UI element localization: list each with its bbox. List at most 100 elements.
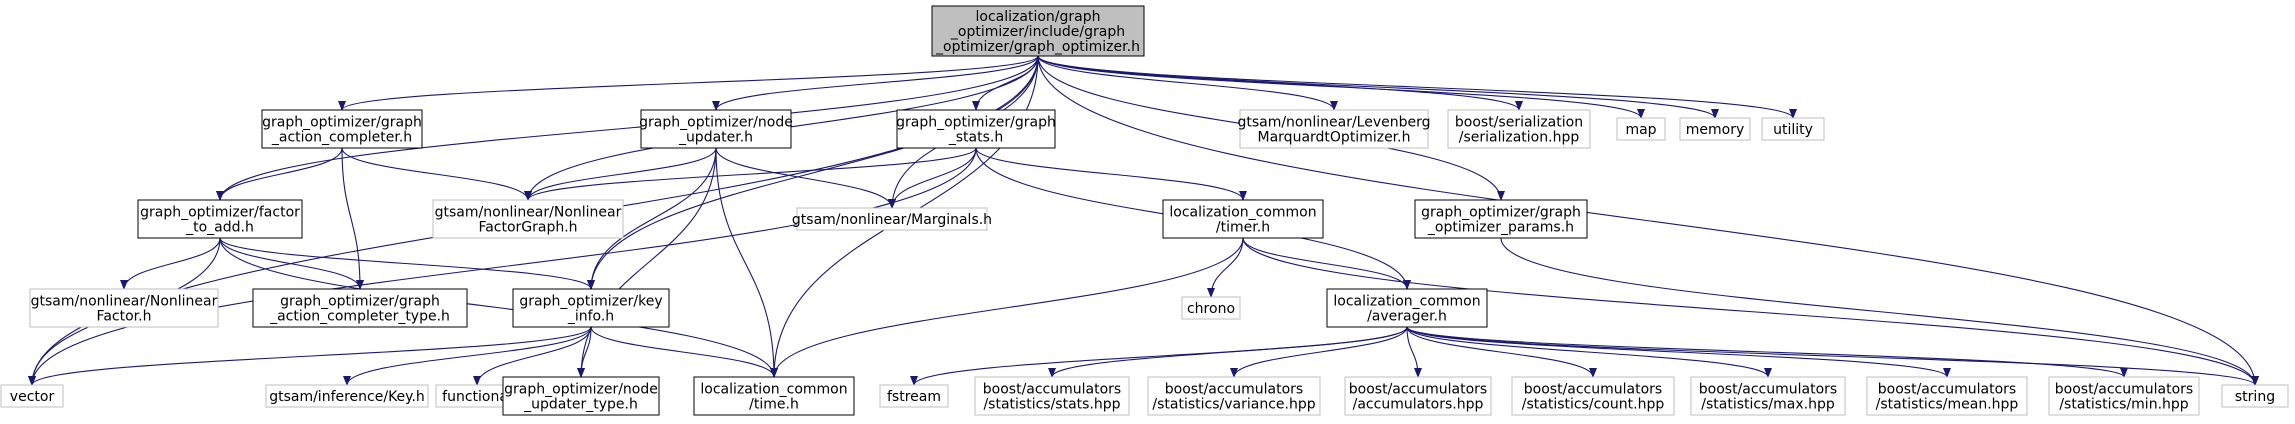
node-graph-stats[interactable]: graph_optimizer/graph_stats.h xyxy=(896,109,1056,149)
node-label: graph_optimizer/node xyxy=(504,382,658,398)
node-box xyxy=(0,384,64,408)
node-label: graph_optimizer/graph xyxy=(896,115,1056,131)
node-root[interactable]: localization/graph_optimizer/include/gra… xyxy=(931,5,1145,57)
node-label: _action_completer_type.h xyxy=(269,309,450,325)
edge-key_info-to-time xyxy=(590,326,778,378)
node-stats-hpp: boost/accumulators/statistics/stats.hpp xyxy=(974,376,1130,416)
node-label: functional xyxy=(442,389,512,405)
node-max-hpp: boost/accumulators/statistics/max.hpp xyxy=(1690,376,1846,416)
node-label: _action_completer.h xyxy=(271,130,412,146)
node-label: _optimizer_params.h xyxy=(1427,220,1574,236)
edge-action_completer-to-action_completer_type xyxy=(341,147,364,290)
edge-averager-to-stats_hpp xyxy=(1048,326,1408,378)
node-label: /serialization.hpp xyxy=(1459,130,1580,146)
node-box xyxy=(640,109,792,149)
node-label: graph_optimizer/key xyxy=(519,294,662,310)
edge-averager-to-variance_hpp xyxy=(1230,326,1408,378)
node-node-updater[interactable]: graph_optimizer/node_updater.h xyxy=(639,109,793,149)
edge-averager-to-mean_hpp xyxy=(1406,326,1951,378)
node-label: boost/accumulators xyxy=(2055,382,2193,398)
node-optimizer-params[interactable]: graph_optimizer/graph_optimizer_params.h xyxy=(1414,199,1588,239)
edge-root-to-utility xyxy=(1037,55,1797,119)
node-label: graph_optimizer/factor xyxy=(140,205,300,221)
node-label: fstream xyxy=(887,389,941,405)
node-label: gtsam/inference/Key.h xyxy=(269,389,425,405)
edge-timer-to-time xyxy=(770,237,1244,378)
node-label: /time.h xyxy=(749,397,799,413)
node-label: FactorGraph.h xyxy=(478,220,577,236)
edge-root-to-levenberg xyxy=(1037,55,1338,111)
edge-timer-to-chrono xyxy=(1207,237,1244,298)
node-label: _info.h xyxy=(567,309,614,325)
node-label: _stats.h xyxy=(948,130,1003,146)
node-key-info[interactable]: graph_optimizer/key_info.h xyxy=(512,288,670,328)
node-label: boost/accumulators xyxy=(1349,382,1487,398)
edge-node_updater-to-node_updater_type xyxy=(577,147,717,378)
node-label: Factor.h xyxy=(97,309,152,325)
node-min-hpp: boost/accumulators/statistics/min.hpp xyxy=(2048,376,2200,416)
node-label: graph_optimizer/node xyxy=(639,115,793,131)
node-box xyxy=(1414,199,1588,239)
edge-root-to-map xyxy=(1037,55,1645,119)
edge-key_info-to-gtsam_key xyxy=(343,326,592,386)
node-box xyxy=(1344,376,1492,416)
node-levenberg: gtsam/nonlinear/LevenbergMarquardtOptimi… xyxy=(1237,109,1431,149)
node-label: _updater.h xyxy=(678,130,753,146)
node-label: utility xyxy=(1773,122,1813,138)
node-label: MarquardtOptimizer.h xyxy=(1258,130,1411,146)
node-label: _optimizer/include/graph xyxy=(950,24,1125,40)
node-label: boost/accumulators xyxy=(1878,382,2016,398)
node-box xyxy=(2221,384,2289,408)
edge-node_updater-to-marginals xyxy=(715,147,896,209)
node-label: chrono xyxy=(1187,301,1235,317)
edge-factor_to_add-to-action_completer_type xyxy=(219,237,364,290)
node-fstream: fstream xyxy=(879,384,949,408)
node-label: /statistics/max.hpp xyxy=(1701,397,1835,413)
node-label: /timer.h xyxy=(1216,220,1270,236)
node-node-updater-type[interactable]: graph_optimizer/node_updater_type.h xyxy=(502,376,660,416)
edge-node_updater-to-time xyxy=(715,147,778,378)
node-label: boost/accumulators xyxy=(1699,382,1837,398)
node-label: map xyxy=(1625,122,1656,138)
node-functional: functional xyxy=(435,384,519,408)
edge-factor_to_add-to-time xyxy=(219,237,778,378)
edge-averager-to-string xyxy=(1406,326,2259,386)
node-marginals: gtsam/nonlinear/Marginals.h xyxy=(792,207,992,231)
node-label: /statistics/stats.hpp xyxy=(983,397,1120,413)
node-label: /statistics/mean.hpp xyxy=(1876,397,2019,413)
node-label: gtsam/nonlinear/Nonlinear xyxy=(435,205,622,221)
node-box xyxy=(265,384,429,408)
edge-action_completer-to-factor_to_add xyxy=(216,147,343,201)
edge-root-to-string xyxy=(1037,55,2259,386)
edge-averager-to-max_hpp xyxy=(1406,326,1772,378)
node-map: map xyxy=(1616,117,1666,141)
node-label: memory xyxy=(1686,122,1745,138)
node-averager[interactable]: localization_common/averager.h xyxy=(1326,288,1488,328)
edge-factor_to_add-to-nonlinear_factor xyxy=(120,237,221,290)
edge-root-to-factor_to_add xyxy=(216,55,1039,201)
node-time[interactable]: localization_common/time.h xyxy=(693,376,855,416)
node-label: /statistics/count.hpp xyxy=(1522,397,1665,413)
node-timer[interactable]: localization_common/timer.h xyxy=(1162,199,1324,239)
node-factor-to-add[interactable]: graph_optimizer/factor_to_add.h xyxy=(137,199,303,239)
node-label: boost/accumulators xyxy=(983,382,1121,398)
edge-root-to-key_info xyxy=(587,55,1039,290)
edge-root-to-boost_serialization xyxy=(1037,55,1523,111)
node-box xyxy=(432,199,624,239)
node-label: gtsam/nonlinear/Nonlinear xyxy=(31,294,218,310)
node-action-completer[interactable]: graph_optimizer/graph_action_completer.h xyxy=(261,109,423,149)
node-chrono: chrono xyxy=(1181,296,1241,320)
node-box xyxy=(1616,117,1666,141)
node-box xyxy=(1690,376,1846,416)
node-action-completer-type[interactable]: graph_optimizer/graph_action_completer_t… xyxy=(252,288,468,328)
node-box xyxy=(1511,376,1675,416)
edge-averager-to-min_hpp xyxy=(1406,326,2128,378)
node-label: /statistics/min.hpp xyxy=(2059,397,2188,413)
node-label: localization_common xyxy=(1169,205,1316,221)
edge-optimizer_params-to-string xyxy=(1500,237,2259,386)
node-box xyxy=(931,5,1145,57)
node-label: vector xyxy=(10,389,55,405)
node-box xyxy=(1239,109,1429,149)
edge-timer-to-string xyxy=(1242,237,2259,386)
